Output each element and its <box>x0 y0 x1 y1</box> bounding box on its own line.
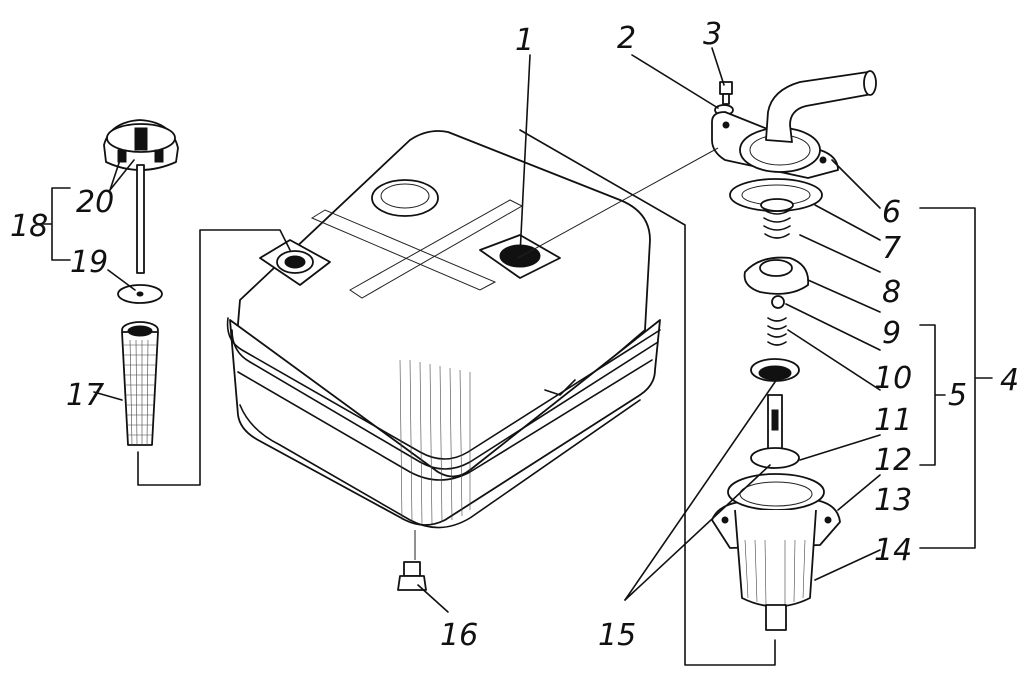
callout-16: 16 <box>440 618 478 653</box>
callout-10: 10 <box>874 361 912 396</box>
callout-11: 11 <box>874 403 912 438</box>
callout-13: 13 <box>874 483 912 518</box>
filler-strainer-17 <box>121 321 159 446</box>
ball-10 <box>771 295 785 309</box>
assembly-leader-sender <box>519 129 776 666</box>
filter-housing-14 <box>711 473 841 631</box>
callout-3: 3 <box>703 17 722 52</box>
callout-15: 15 <box>598 618 636 653</box>
callout-20: 20 <box>76 185 114 220</box>
flange-with-pipe-6 <box>711 70 877 179</box>
filler-cap-with-dipstick <box>103 119 179 274</box>
filter-disc-12 <box>750 358 800 382</box>
valve-stem <box>750 394 800 469</box>
callout-7: 7 <box>882 231 901 266</box>
callout-8: 8 <box>882 275 901 310</box>
callout-9: 9 <box>882 316 901 351</box>
callout-6: 6 <box>882 195 901 230</box>
callout-18: 18 <box>10 209 48 244</box>
spring-8 <box>760 198 794 239</box>
callout-19: 19 <box>70 245 108 280</box>
callout-2: 2 <box>617 21 636 56</box>
bolt-3 <box>719 81 733 105</box>
callout-5: 5 <box>948 378 967 413</box>
callout-4: 4 <box>1000 363 1019 398</box>
fuel-tank <box>226 130 661 529</box>
callout-17: 17 <box>66 378 104 413</box>
leader-lines <box>39 47 993 613</box>
assembly-leader-strainer <box>137 229 291 486</box>
callout-12: 12 <box>874 443 912 478</box>
float-cup-9 <box>743 256 810 295</box>
spring-11 <box>767 317 787 346</box>
drain-plug-16 <box>397 561 427 591</box>
callout-14: 14 <box>874 533 912 568</box>
callout-1: 1 <box>515 23 534 58</box>
